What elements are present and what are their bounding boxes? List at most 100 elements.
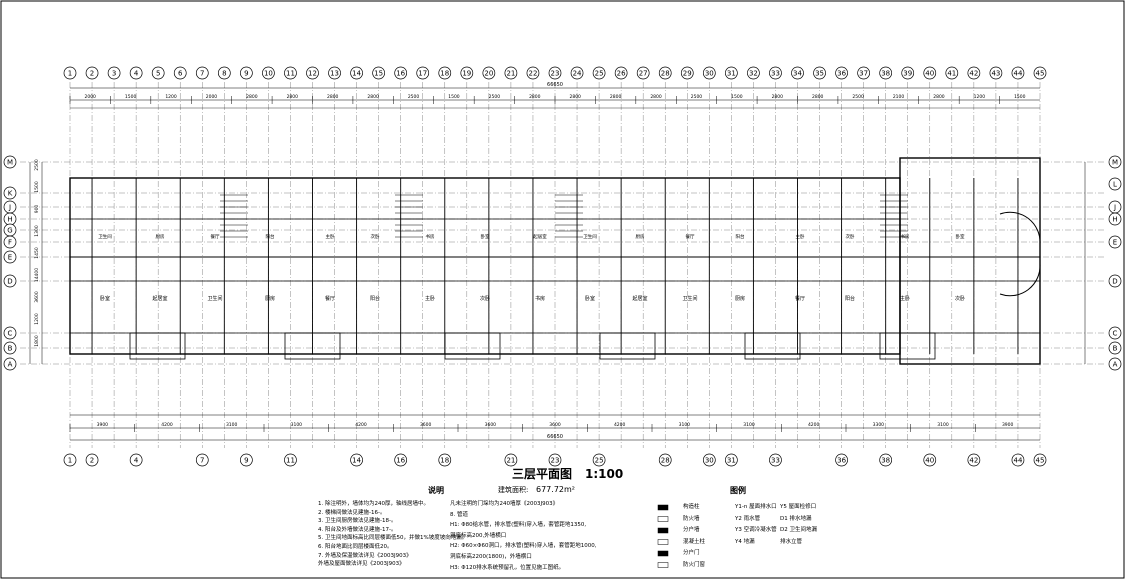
axis-bubble-top-circle [438,66,452,80]
room-label: 餐厅 [795,295,805,302]
axis-bubble-bottom: 14 [352,457,361,465]
axis-bubble-left-circle [3,326,17,340]
axis-bubble-top: 30 [705,70,714,78]
note-left-line: 5. 卫生间地面标高比同层楼面低50，并做1%坡度坡向地漏。 [318,535,468,542]
axis-bubble-top-circle [680,66,694,80]
dim-top-value: 2500 [852,94,864,100]
room-label: 卧室 [956,233,965,240]
axis-bubble-top: 3 [112,70,116,78]
room-label: 主卧 [326,233,335,240]
axis-bubble-top: 15 [374,70,383,78]
axis-bubble-top: 31 [727,70,736,78]
legend-item: D2 卫生间地漏 [780,527,817,533]
axis-bubble-bottom: 25 [595,457,604,465]
axis-bubble-top-circle [725,66,738,80]
axis-bubble-top-circle [967,66,981,80]
room-layer: 卧室卫生间起居室厨房卫生间餐厅厨房阳台餐厅主卧阳台次卧主卧书房次卧卧室书房起居室… [98,233,965,302]
legend-symbol [657,539,669,545]
axis-bubble-top: 5 [156,70,160,78]
axis-bubble-top-circle [394,66,408,80]
room-label: 阳台 [845,295,855,302]
room-label: 卫生间 [207,295,222,302]
axis-bubble-bottom-circle [63,453,77,467]
axis-bubble-right-circle [1108,155,1122,169]
axis-bubble-left: M [7,159,13,167]
axis-bubble-top-circle [195,66,209,80]
wall-outline [69,157,1041,365]
room-label: 阳台 [266,233,275,240]
axis-bubble-top: 26 [617,70,626,78]
dim-top-value: 2500 [691,94,703,100]
note-left-line: 3. 卫生间厨房做法见建施-18-。 [318,518,397,525]
axis-bubble-top-circle [835,66,848,80]
room-label: 阳台 [370,295,380,302]
axis-bubble-bottom: 40 [925,457,934,465]
axis-bubble-top-circle [284,66,297,80]
dim-bottom-value: 4200 [355,422,367,428]
axis-bubble-bottom-circle [1011,453,1025,467]
note-left-line: 2. 楼梯间做法见建施-16-。 [318,509,386,516]
axis-bubble-top: 40 [925,70,934,78]
axis-bubble-top: 11 [286,70,295,78]
axis-bubble-top-circle [173,66,187,80]
legend-item: Y3 空调冷凝水管 [735,527,777,533]
axis-bubble-top: 36 [837,70,846,78]
axis-bubble-top: 18 [440,70,449,78]
axis-bubble-top-circle [614,66,628,80]
axis-bubble-top: 19 [462,70,471,78]
axis-bubble-top: 34 [793,70,802,78]
drawing-title: 三层平面图 [512,467,573,481]
axis-bubble-top-circle [151,66,165,80]
axis-bubble-top-circle [945,66,959,80]
axis-bubble-top-circle [504,66,518,80]
dim-top-value: 2800 [569,94,581,100]
axis-bubble-top: 8 [222,70,226,78]
dim-bottom-value: 3600 [549,422,561,428]
axis-bubble-right: L [1113,181,1117,189]
legend-symbol [657,562,669,568]
dim-top-value: 2800 [287,94,299,100]
legend-symbol [657,516,669,522]
axis-bubble-top-circle [769,66,782,80]
dim-top-value: 2100 [893,94,905,100]
area-label: 建筑面积: [498,486,529,494]
dim-top-value: 2800 [246,94,258,100]
axis-bubble-bottom-circle [548,453,562,467]
note-right-line: 洞底标高200,外墙横口 [450,532,507,539]
axis-bubble-top-circle [1011,66,1025,80]
balcony-bay [879,332,936,360]
dim-left-value: 2500 [34,159,40,171]
dim-top-value: 1500 [731,94,743,100]
note-right-line: H2: Φ60×Φ60洞口，排水管(塑料)穿入墙，套管距地1000, [450,543,597,550]
axis-bubble-left-circle [3,357,17,371]
axis-bubble-bottom-circle [129,453,143,467]
balcony-bay [284,332,341,360]
axis-bubble-top-circle [129,66,143,80]
legend-item: 构造柱 [683,504,700,510]
note-left-line: 1. 除注明外，墙体均为240厚，轴线居墙中。 [318,501,429,507]
axis-bubble-top: 27 [639,70,648,78]
dim-bottom-value: 4200 [161,422,173,428]
axis-bubble-left: F [8,239,12,247]
axis-bubble-left: H [7,216,12,224]
dim-left-value: 1800 [34,335,40,347]
legend-symbol [657,550,669,557]
axis-bubble-bottom-circle [438,453,452,467]
axis-bubble-left: B [8,345,13,353]
axis-bubble-top: 38 [881,70,890,78]
legend-item: 排水立管 [780,538,803,545]
axis-bubble-top-circle [901,66,915,80]
axis-bubble-top: 39 [903,70,912,78]
axis-bubble-top: 21 [506,70,515,78]
axis-bubble-bottom: 4 [134,457,139,465]
axis-bubble-bottom: 16 [396,457,405,465]
dim-top-value: 2800 [933,94,945,100]
room-label: 卫生间 [583,233,597,240]
axis-bubble-bottom-circle [85,453,99,467]
room-label: 卧室 [100,295,110,302]
room-label: 书房 [901,233,910,240]
axis-bubble-bottom: 9 [244,457,248,465]
